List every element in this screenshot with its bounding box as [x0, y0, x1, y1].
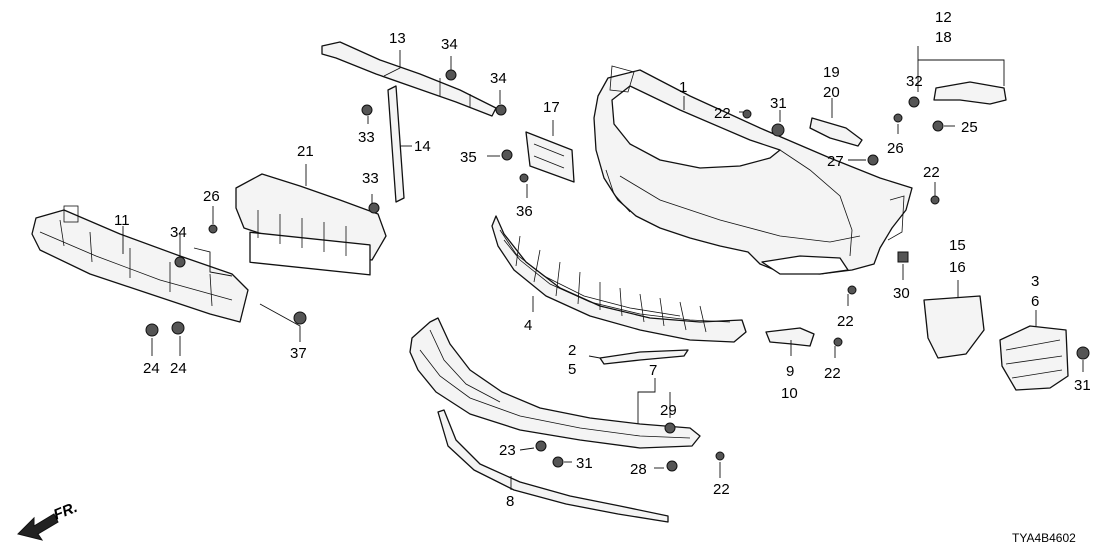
callout-22-e: 22 [713, 481, 730, 498]
callout-20: 20 [823, 84, 840, 101]
callout-1: 1 [679, 79, 687, 96]
callout-26-b: 26 [887, 140, 904, 157]
callout-31-c: 31 [1074, 377, 1091, 394]
front-direction-label: FR. [51, 499, 80, 524]
callout-16: 16 [949, 259, 966, 276]
fasteners [145, 69, 1090, 472]
side-bracket-part [933, 81, 1007, 105]
callout-13: 13 [389, 30, 406, 47]
callout-30: 30 [893, 285, 910, 302]
callout-22-a: 22 [714, 105, 731, 122]
fog-garnish-part [923, 295, 985, 359]
leader-lines [122, 46, 1084, 490]
callout-27: 27 [827, 153, 844, 170]
callout-35: 35 [460, 149, 477, 166]
callout-24-a: 24 [143, 360, 160, 377]
lower-spoiler-strip-part [437, 409, 669, 523]
callout-12: 12 [935, 9, 952, 26]
callout-22-d: 22 [824, 365, 841, 382]
callout-3: 3 [1031, 273, 1039, 290]
callout-22-c: 22 [837, 313, 854, 330]
callout-14: 14 [414, 138, 431, 155]
callout-36: 36 [516, 203, 533, 220]
callout-10: 10 [781, 385, 798, 402]
active-shutter-part [235, 173, 387, 276]
callout-5: 5 [568, 361, 576, 378]
front-direction-arrow-icon [17, 513, 59, 541]
bumper-face-part [593, 65, 913, 275]
callout-34-a: 34 [441, 36, 458, 53]
callout-31-b: 31 [576, 455, 593, 472]
callout-17: 17 [543, 99, 560, 116]
callout-18: 18 [935, 29, 952, 46]
callout-21: 21 [297, 143, 314, 160]
upper-bracket-part [321, 41, 497, 117]
callout-33-b: 33 [362, 170, 379, 187]
license-plate-base-part [525, 131, 575, 183]
callout-34-c: 34 [170, 224, 187, 241]
callout-7: 7 [649, 362, 657, 379]
callout-23: 23 [499, 442, 516, 459]
bumper-beam-part [31, 205, 249, 323]
callout-26-a: 26 [203, 188, 220, 205]
callout-33-a: 33 [358, 129, 375, 146]
callout-34-b: 34 [490, 70, 507, 87]
diagram-code: TYA4B4602 [1012, 531, 1076, 545]
side-cover-part [765, 327, 815, 347]
callout-19: 19 [823, 64, 840, 81]
corner-grille-part [999, 325, 1069, 391]
side-spacer-part [809, 117, 863, 147]
garnish-moulding-part [599, 349, 689, 365]
callout-25: 25 [961, 119, 978, 136]
callout-6: 6 [1031, 293, 1039, 310]
lower-grille-mesh-part [491, 215, 747, 343]
callout-2: 2 [568, 342, 576, 359]
callout-9: 9 [786, 363, 794, 380]
callout-24-b: 24 [170, 360, 187, 377]
lower-bumper-part [409, 317, 701, 449]
vertical-stay-part [387, 85, 405, 203]
callout-31-a: 31 [770, 95, 787, 112]
callout-15: 15 [949, 237, 966, 254]
callout-11: 11 [114, 212, 130, 229]
callout-22-b: 22 [923, 164, 940, 181]
callout-28: 28 [630, 461, 647, 478]
callout-8: 8 [506, 493, 514, 510]
callout-32: 32 [906, 73, 923, 90]
callout-37: 37 [290, 345, 307, 362]
callout-29: 29 [660, 402, 677, 419]
callout-4: 4 [524, 317, 532, 334]
